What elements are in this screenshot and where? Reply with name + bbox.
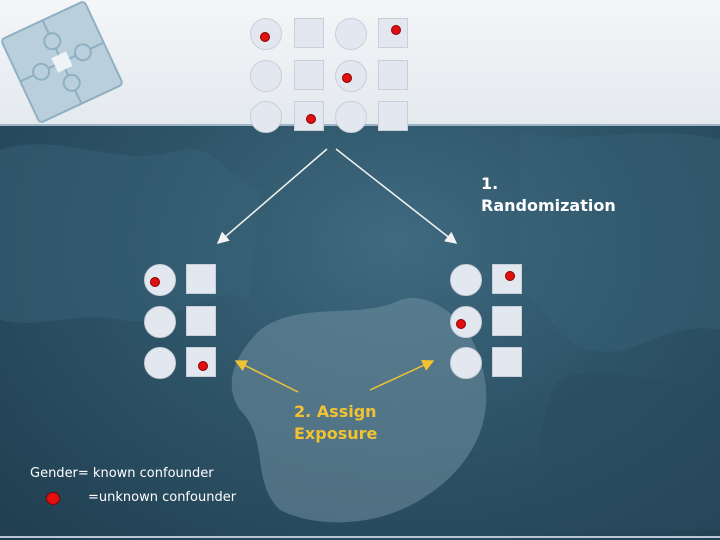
circle-shape-icon [335,101,367,133]
assign-arrow-left [234,360,299,393]
square-shape-icon [378,60,408,90]
square-shape-icon [492,306,522,336]
red-dot-icon [198,361,208,371]
square-shape-icon [186,306,216,336]
square-shape-icon [378,101,408,131]
bottom-divider [0,536,720,538]
red-dot-icon [505,271,515,281]
circle-shape-icon [450,264,482,296]
randomization-label: 1. Randomization [481,174,616,215]
red-dot-icon [391,25,401,35]
square-shape-icon [294,60,324,90]
legend-known-confounder: Gender= known confounder [30,466,214,481]
circle-shape-icon [450,347,482,379]
circle-shape-icon [335,18,367,50]
red-dot-icon [306,114,316,124]
red-dot-icon [150,277,160,287]
red-dot-icon [46,492,60,505]
assign-arrow-right [369,359,435,391]
square-shape-icon [294,18,324,48]
square-shape-icon [186,264,216,294]
circle-shape-icon [250,18,282,50]
randomization-arrow-left [216,148,328,244]
randomization-arrow-right [335,148,458,244]
red-dot-icon [456,319,466,329]
square-shape-icon [492,347,522,377]
circle-shape-icon [144,264,176,296]
circle-shape-icon [250,101,282,133]
circle-shape-icon [450,306,482,338]
circle-shape-icon [144,347,176,379]
red-dot-icon [342,73,352,83]
circle-shape-icon [144,306,176,338]
circle-shape-icon [250,60,282,92]
legend-unknown-confounder: =unknown confounder [88,490,237,505]
assign-exposure-label: 2. Assign Exposure [294,402,378,443]
red-dot-icon [260,32,270,42]
